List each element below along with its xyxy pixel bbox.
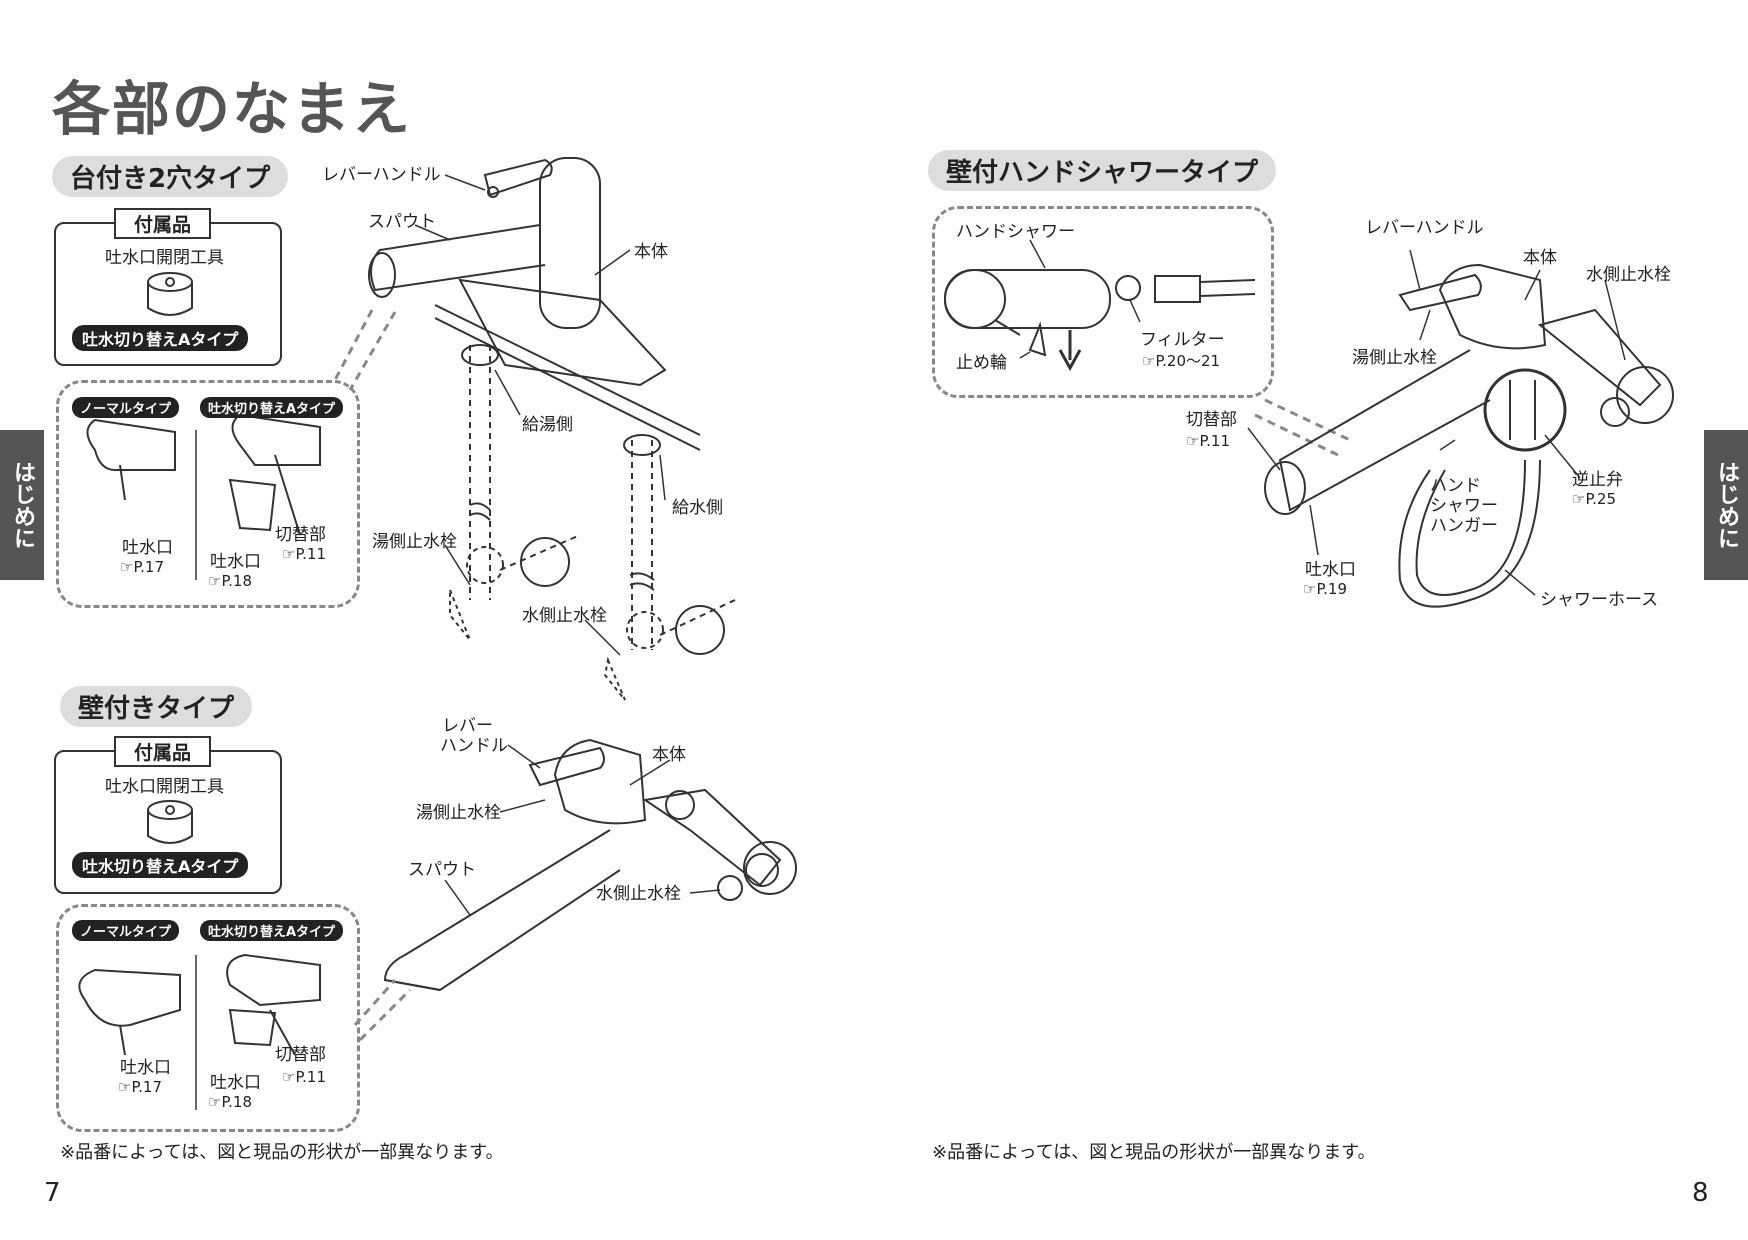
check-valve-ref: ☞P.25 [1572, 490, 1617, 508]
section-heading-wall: 壁付きタイプ [60, 686, 253, 727]
label-stop-ring: 止め輪 [956, 353, 1007, 373]
label-body: 本体 [1523, 248, 1557, 268]
label-spout: 吐水口 [1305, 560, 1356, 580]
page-number: 7 [44, 1178, 61, 1208]
label-hand-shower: ハンドシャワー [956, 222, 1075, 242]
normal-type-tag: ノーマルタイプ [72, 397, 180, 418]
switch-part-ref: ☞P.11 [282, 545, 327, 563]
spout-label: 吐水口 [122, 538, 173, 558]
spout-ref: ☞P.17 [118, 1078, 163, 1096]
label-lever: レバー [442, 716, 493, 736]
wall-faucet-illustration [383, 738, 797, 992]
spout-label: 吐水口 [120, 1058, 171, 1078]
label-spout: スパウト [368, 212, 436, 232]
label-hot-supply: 給湯側 [522, 415, 573, 435]
reference-hand-icon: ☞ [282, 545, 296, 563]
label-cold-supply: 給水側 [672, 498, 723, 518]
switch-part-ref: ☞P.11 [282, 1068, 327, 1086]
label-hot-valve: 湯側止水栓 [1352, 348, 1437, 368]
opener-tool-icon [147, 800, 193, 844]
page-title: 各部のなまえ [52, 75, 413, 143]
spout-ref: ☞P.18 [208, 1093, 253, 1111]
label-hot-valve: 湯側止水栓 [372, 532, 457, 552]
label-handle: ハンドル [440, 736, 508, 756]
accessory-tool-name: 吐水口開閉工具 [105, 248, 224, 268]
label-lever-handle: レバーハンドル [1365, 218, 1484, 238]
label-cold-valve: 水側止水栓 [522, 606, 607, 626]
reference-hand-icon: ☞ [1142, 352, 1156, 370]
footnote: ※品番によっては、図と現品の形状が一部異なります。 [60, 1142, 504, 1163]
accessory-heading: 付属品 [114, 736, 212, 767]
label-lever-handle: レバーハンドル [322, 165, 441, 185]
spout-detail-box [56, 380, 360, 608]
deck-faucet-illustration [368, 157, 736, 701]
spout-ref: ☞P.18 [208, 572, 253, 590]
normal-type-tag: ノーマルタイプ [72, 920, 180, 941]
opener-tool-icon [147, 272, 193, 316]
label-shower-hose: シャワーホース [1540, 590, 1659, 610]
label-hanger-line2: シャワー [1430, 496, 1498, 516]
label-cold-valve: 水側止水栓 [596, 884, 681, 904]
label-body: 本体 [652, 745, 686, 765]
wall-shower-faucet-illustration [1264, 263, 1674, 608]
section-heading-deck-2hole: 台付き2穴タイプ [52, 156, 289, 197]
reference-hand-icon: ☞ [208, 1093, 222, 1111]
spout-label: 吐水口 [210, 552, 261, 572]
page-number: 8 [1692, 1178, 1709, 1208]
label-cold-valve: 水側止水栓 [1586, 265, 1671, 285]
accessory-type-badge: 吐水切り替えAタイプ [72, 852, 249, 878]
reference-hand-icon: ☞ [1186, 432, 1200, 450]
side-tab[interactable]: はじめに [0, 430, 44, 580]
accessory-tool-name: 吐水口開閉工具 [105, 777, 224, 797]
label-check-valve: 逆止弁 [1572, 470, 1623, 490]
label-hot-valve: 湯側止水栓 [416, 803, 501, 823]
hand-shower-detail-illustration [944, 269, 1256, 372]
reference-hand-icon: ☞ [120, 558, 134, 576]
footnote: ※品番によっては、図と現品の形状が一部異なります。 [932, 1142, 1376, 1163]
section-heading-wall-hand-shower: 壁付ハンドシャワータイプ [928, 150, 1277, 191]
switch-part-label: 切替部 [275, 525, 326, 545]
label-body: 本体 [634, 242, 668, 262]
switch-type-tag: 吐水切り替えAタイプ [200, 920, 344, 941]
spout-ref: ☞P.19 [1303, 580, 1348, 598]
spout-label: 吐水口 [210, 1073, 261, 1093]
spout-ref: ☞P.17 [120, 558, 165, 576]
label-spout: スパウト [408, 860, 476, 880]
label-hanger-line1: ハンド [1430, 476, 1481, 496]
reference-hand-icon: ☞ [118, 1078, 132, 1096]
reference-hand-icon: ☞ [208, 572, 222, 590]
reference-hand-icon: ☞ [1572, 490, 1586, 508]
filter-ref: ☞P.20〜21 [1142, 352, 1221, 370]
switch-part-label: 切替部 [275, 1045, 326, 1065]
switch-ref: ☞P.11 [1186, 432, 1231, 450]
label-filter: フィルター [1140, 330, 1225, 350]
accessory-heading: 付属品 [114, 208, 212, 239]
hand-shower-detail-box [932, 206, 1274, 398]
spout-detail-box [56, 904, 360, 1132]
side-tab[interactable]: はじめに [1704, 430, 1748, 580]
label-hanger-line3: ハンガー [1430, 516, 1498, 536]
reference-hand-icon: ☞ [1303, 580, 1317, 598]
label-switch: 切替部 [1186, 410, 1237, 430]
switch-type-tag: 吐水切り替えAタイプ [200, 397, 344, 418]
reference-hand-icon: ☞ [282, 1068, 296, 1086]
accessory-type-badge: 吐水切り替えAタイプ [72, 325, 249, 351]
